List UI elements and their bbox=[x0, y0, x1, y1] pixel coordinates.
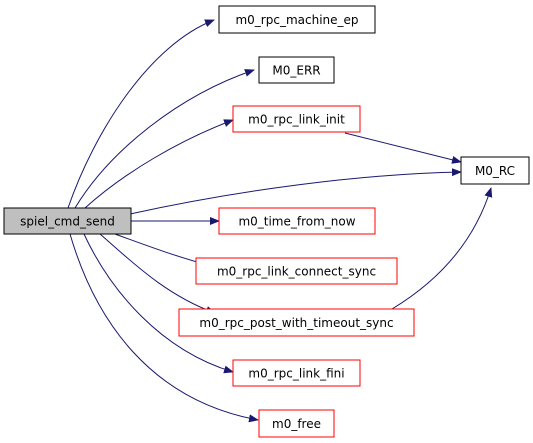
node-m0_rpc_machine_ep[interactable]: m0_rpc_machine_ep bbox=[218, 5, 376, 34]
node-label: m0_rpc_machine_ep bbox=[235, 13, 358, 27]
node-m0_rpc_link_fini[interactable]: m0_rpc_link_fini bbox=[232, 359, 361, 387]
edge-spiel_cmd_send-m0_rpc_machine_ep bbox=[67, 19, 215, 209]
node-label: m0_rpc_link_init bbox=[248, 113, 345, 127]
edge-spiel_cmd_send-m0_rpc_link_init bbox=[84, 119, 234, 209]
edge-spiel_cmd_send-m0_free bbox=[69, 233, 259, 423]
node-m0_free[interactable]: m0_free bbox=[258, 409, 335, 438]
edge-spiel_cmd_send-m0_rpc_link_fini bbox=[83, 233, 234, 374]
node-label: m0_rpc_link_fini bbox=[248, 367, 344, 381]
edge-spiel_cmd_send-m0_rpc_post_with_timeout_sync bbox=[99, 233, 216, 314]
node-label: m0_free bbox=[272, 417, 321, 431]
node-m0_time_from_now[interactable]: m0_time_from_now bbox=[218, 207, 376, 235]
node-label: m0_rpc_link_connect_sync bbox=[217, 265, 376, 279]
edge-m0_rpc_link_init-M0_RC bbox=[344, 132, 462, 164]
node-m0_rpc_post_with_timeout_sync[interactable]: m0_rpc_post_with_timeout_sync bbox=[178, 308, 415, 337]
node-m0_rpc_link_init[interactable]: m0_rpc_link_init bbox=[232, 105, 361, 133]
edge-m0_rpc_post_with_timeout_sync-M0_RC bbox=[391, 187, 493, 310]
node-label: m0_time_from_now bbox=[238, 215, 355, 229]
node-label: M0_ERR bbox=[272, 64, 320, 78]
edge-spiel_cmd_send-M0_RC bbox=[129, 168, 462, 215]
node-m0_rpc_link_connect_sync[interactable]: m0_rpc_link_connect_sync bbox=[195, 257, 398, 285]
node-M0_RC[interactable]: M0_RC bbox=[460, 156, 530, 185]
node-label: m0_rpc_post_with_timeout_sync bbox=[199, 316, 393, 330]
node-spiel_cmd_send[interactable]: spiel_cmd_send bbox=[3, 207, 132, 235]
edge-spiel_cmd_send-M0_ERR bbox=[74, 69, 255, 209]
node-label: M0_RC bbox=[475, 164, 515, 178]
node-M0_ERR[interactable]: M0_ERR bbox=[258, 56, 335, 84]
node-label: spiel_cmd_send bbox=[20, 215, 115, 229]
